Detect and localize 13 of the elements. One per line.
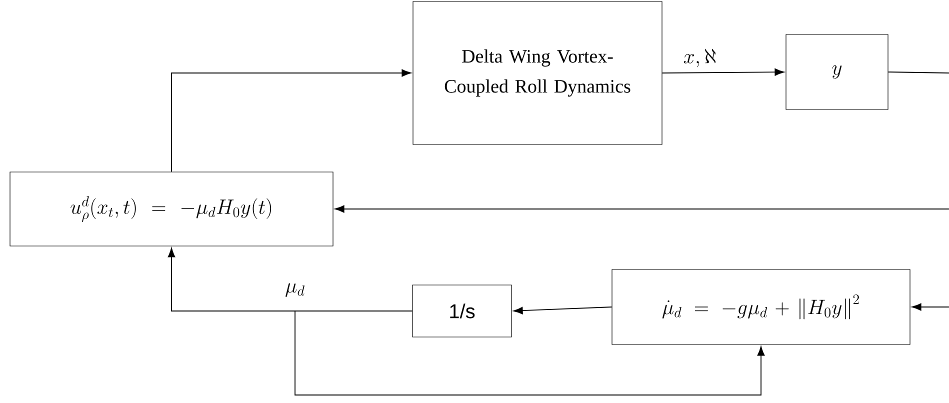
arrow [171, 69, 412, 172]
edge-label: $x,\aleph$ [682, 48, 718, 68]
arrow [662, 68, 784, 76]
block-box: $y$ [786, 34, 888, 110]
arrow [334, 205, 949, 213]
arrow [294, 310, 765, 396]
edge-label: $\mu_{d}$ [284, 282, 306, 298]
arrow [912, 303, 949, 311]
block-box: 1/s [412, 284, 512, 338]
arrow [513, 306, 612, 314]
block-box: $u_{\rho}^{d}(x_{t},t)=-\mu_{d}H_{0}y(t)$ [10, 172, 334, 246]
block-box: $\dot{\mu}_{d}=-g\mu_{d}+\left\|H_{0}y\right\|^{2}$ [612, 269, 910, 345]
block-box: Delta Wing Vortex-Coupled Roll Dynamics [412, 1, 662, 145]
